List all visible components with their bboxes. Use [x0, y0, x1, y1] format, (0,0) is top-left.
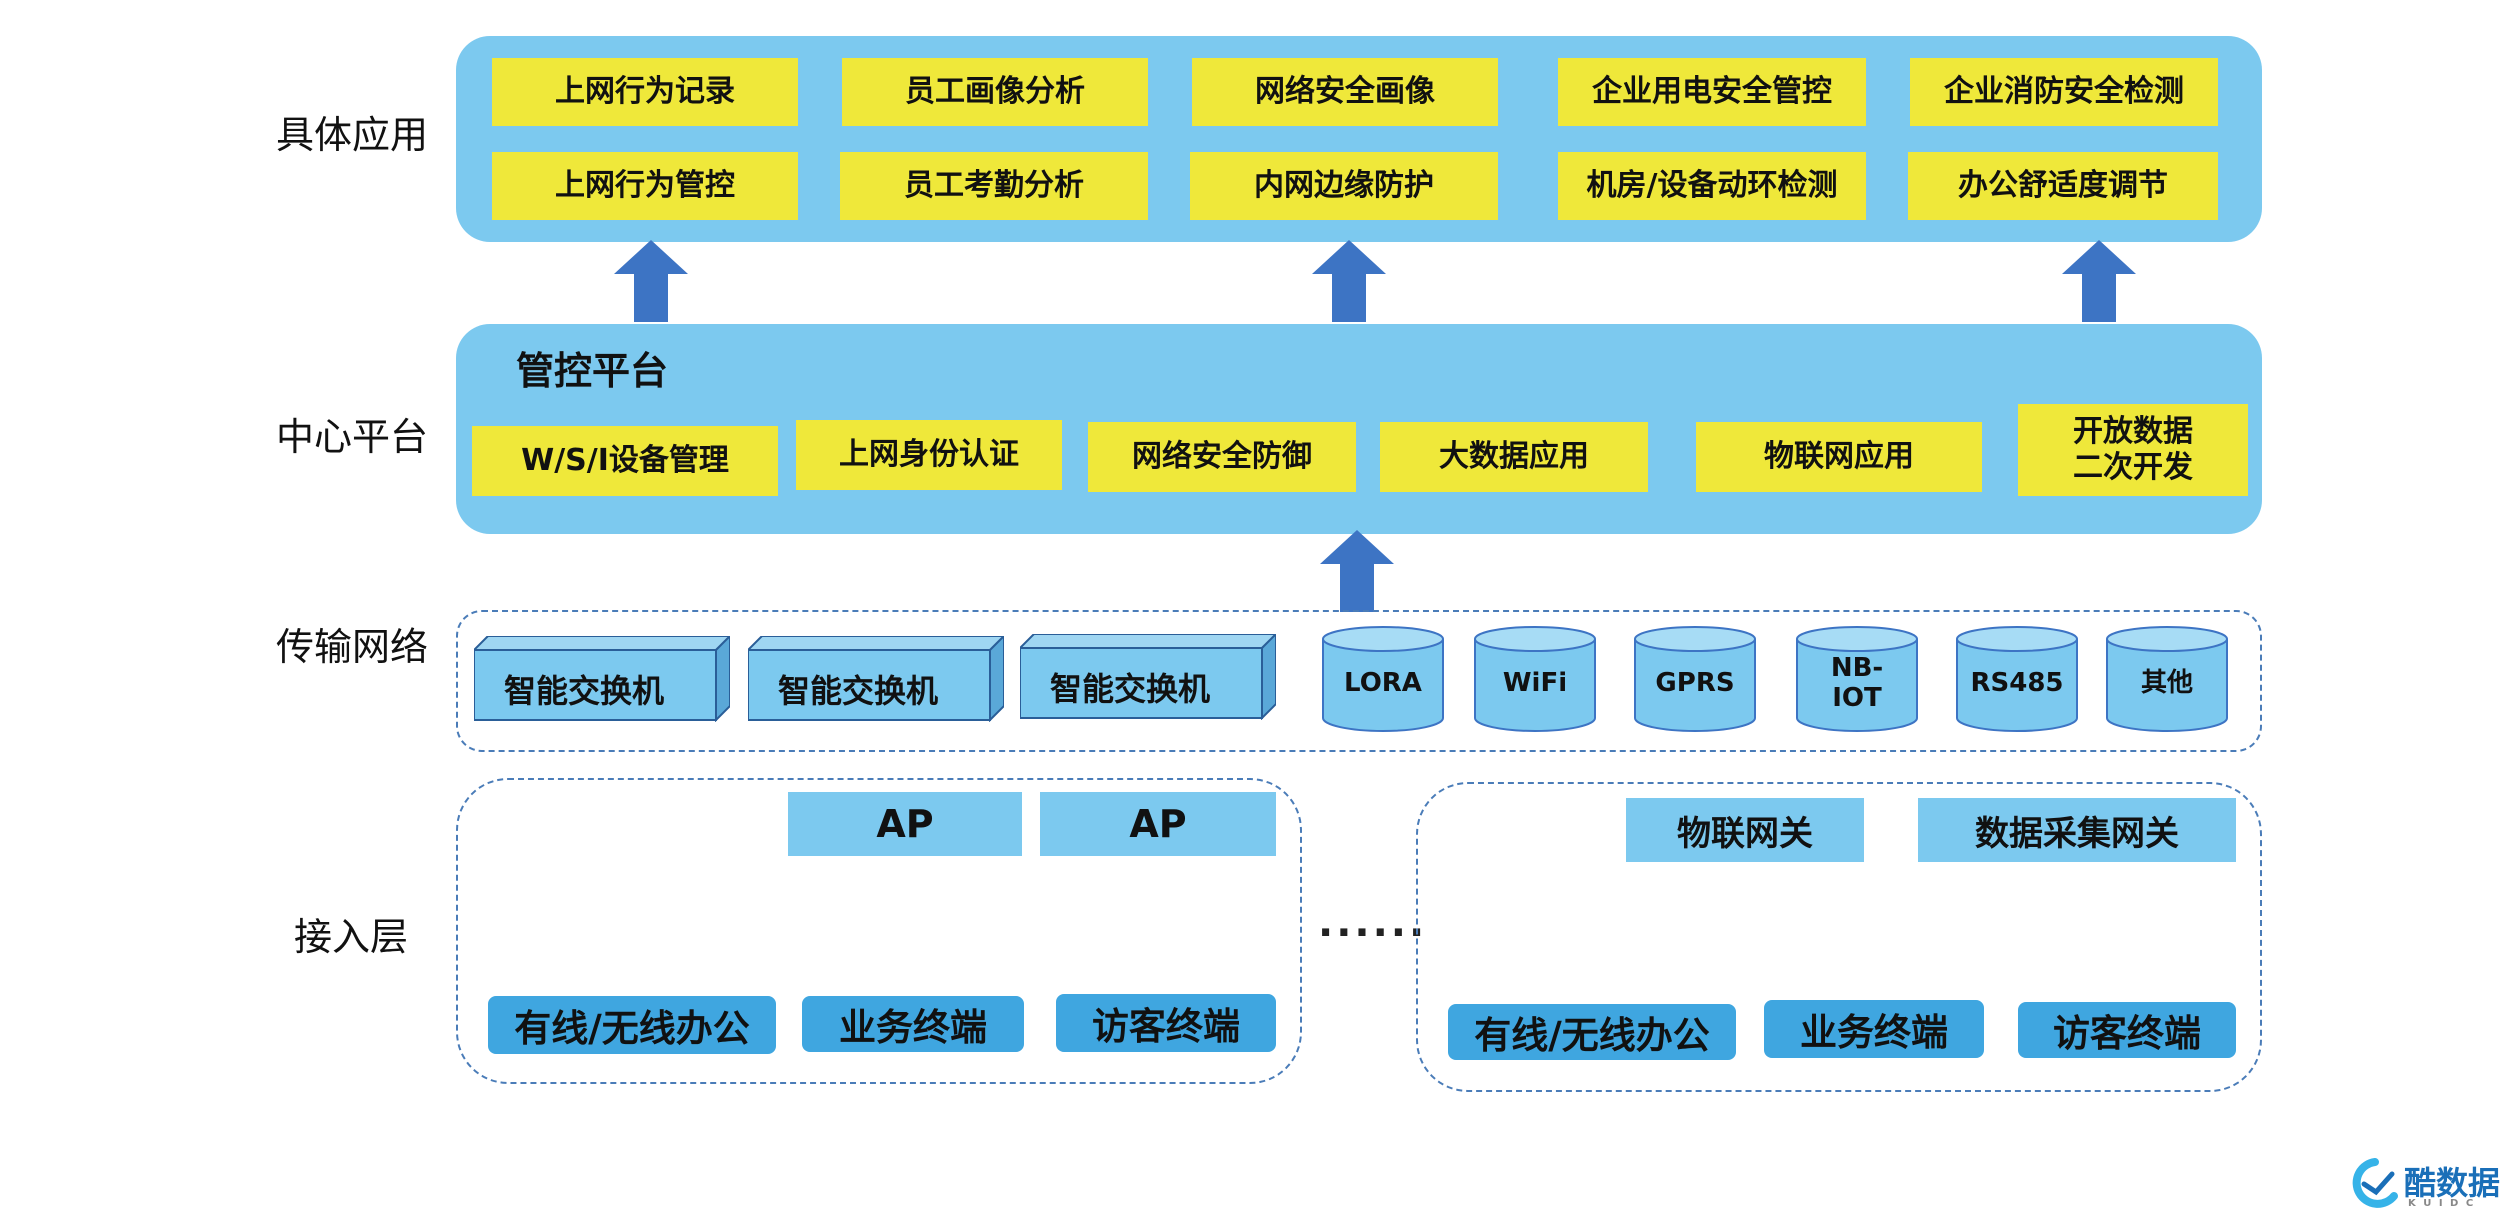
cylinder-icon — [2106, 626, 2228, 732]
cylinder-icon — [1796, 626, 1918, 732]
watermark-sub: K U I D C — [2408, 1198, 2476, 1209]
terminal-box: 访客终端 — [2018, 1002, 2236, 1058]
switch-icon — [474, 636, 730, 722]
terminal-box: 访客终端 — [1056, 994, 1276, 1052]
app-item: 办公舒适度调节 — [1908, 152, 2218, 220]
app-item: 企业消防安全检测 — [1910, 58, 2218, 126]
app-item: 网络安全画像 — [1192, 58, 1498, 126]
center-item-open-data: 开放数据 二次开发 — [2018, 404, 2248, 496]
layer-label-network: 传输网络 — [276, 625, 429, 669]
terminal-box: 有线/无线办公 — [1448, 1004, 1736, 1060]
ap-box: AP — [1040, 792, 1276, 856]
data-gateway-box: 数据采集网关 — [1918, 798, 2236, 862]
switch-icon — [1020, 634, 1276, 720]
cylinder-icon — [1956, 626, 2078, 732]
layer-label-access: 接入层 — [294, 915, 409, 959]
protocol-label: RS485 — [1970, 668, 2064, 699]
iot-gateway-box: 物联网关 — [1626, 798, 1864, 862]
watermark-logo-icon — [2352, 1158, 2398, 1208]
protocol-label: 其他 — [2140, 668, 2193, 699]
terminal-box: 业务终端 — [802, 996, 1024, 1052]
app-item: 上网行为管控 — [492, 152, 798, 220]
up-arrow-icon — [2062, 240, 2136, 322]
app-item: 企业用电安全管控 — [1558, 58, 1866, 126]
switch-icon — [748, 636, 1004, 722]
open-data-line2: 二次开发 — [2073, 450, 2193, 485]
terminal-box: 有线/无线办公 — [488, 996, 776, 1054]
app-item: 机房/设备动环检测 — [1558, 152, 1866, 220]
up-arrow-icon — [1320, 530, 1394, 612]
app-item: 员工画像分析 — [842, 58, 1148, 126]
cylinder-icon — [1322, 626, 1444, 732]
switch-label: 智能交换机 — [778, 672, 939, 710]
center-panel-title: 管控平台 — [516, 349, 669, 393]
open-data-line1: 开放数据 — [2073, 414, 2193, 449]
cylinder-icon — [1474, 626, 1596, 732]
up-arrow-icon — [614, 240, 688, 322]
app-item: 员工考勤分析 — [840, 152, 1148, 220]
protocol-label: NB- IOT — [1830, 653, 1884, 713]
up-arrow-icon — [1312, 240, 1386, 322]
layer-label-application: 具体应用 — [276, 113, 429, 157]
center-item: W/S/I设备管理 — [472, 426, 778, 496]
cylinder-icon — [1634, 626, 1756, 732]
access-left-container — [456, 778, 1302, 1084]
protocol-label: WiFi — [1502, 668, 1568, 699]
layer-label-center: 中心平台 — [276, 415, 429, 459]
protocol-label: LORA — [1344, 668, 1422, 699]
terminal-box: 业务终端 — [1764, 1000, 1984, 1058]
access-right-container — [1416, 782, 2262, 1092]
switch-label: 智能交换机 — [1050, 670, 1211, 708]
center-item: 网络安全防御 — [1088, 422, 1356, 492]
app-item: 上网行为记录 — [492, 58, 798, 126]
watermark-name: 酷数据 — [2404, 1164, 2501, 1202]
center-item: 物联网应用 — [1696, 422, 1982, 492]
center-item: 大数据应用 — [1380, 422, 1648, 492]
switch-label: 智能交换机 — [504, 672, 665, 710]
network-container — [456, 610, 2262, 752]
ellipsis: ...... — [1318, 900, 1428, 946]
app-item: 内网边缘防护 — [1190, 152, 1498, 220]
ap-box: AP — [788, 792, 1022, 856]
protocol-label: GPRS — [1655, 668, 1735, 699]
center-item: 上网身份认证 — [796, 420, 1062, 490]
